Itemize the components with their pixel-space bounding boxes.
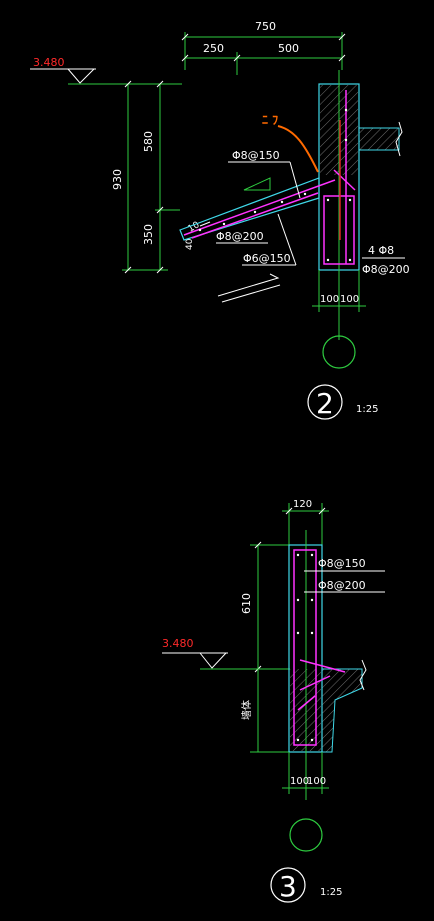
axis-bubble-icon-3	[289, 818, 323, 852]
dim-350: 350	[142, 224, 155, 245]
rebar-label-mid: Φ8@200	[216, 230, 264, 243]
rebar-label-3-1: Φ8@150	[318, 557, 366, 570]
rebar-dots-3	[296, 553, 314, 742]
left-dimensions	[122, 80, 180, 274]
dim-bottom-right-3: 100	[307, 776, 326, 787]
dim-top-total: 750	[255, 20, 276, 33]
detail-2: 750 250 500 3.480 580 930 350 40 10	[30, 20, 410, 420]
elevation-marker: 3.480	[30, 56, 182, 85]
section-number: 2	[316, 387, 334, 420]
rebar-leaders-3	[304, 570, 385, 593]
column-rebar	[323, 90, 356, 265]
section-circle-icon	[307, 384, 343, 420]
scale-label-3: 1:25	[320, 887, 342, 898]
rebar-3	[293, 549, 346, 746]
section-number-3: 3	[279, 870, 297, 903]
dim-610: 610	[240, 593, 253, 614]
elevation-marker-3: 3.480	[162, 637, 289, 670]
column-rebar-dots	[326, 108, 352, 262]
rebar-label-3-2: Φ8@200	[318, 579, 366, 592]
left-dimension-3	[250, 541, 290, 753]
dim-side-small: 40	[185, 238, 195, 250]
rebar-label-bottom: Φ6@150	[243, 252, 291, 265]
elevation-text: 3.480	[33, 56, 65, 69]
elevation-text-3: 3.480	[162, 637, 194, 650]
rebar-leaders	[216, 161, 405, 266]
dim-bottom-right: 100	[340, 294, 359, 305]
dim-930: 930	[111, 169, 124, 190]
top-dimension-3	[282, 503, 329, 545]
dim-top-left: 250	[203, 42, 224, 55]
scale-label: 1:25	[356, 404, 378, 415]
side-label: 墙体	[240, 700, 253, 720]
bottom-dimensions	[312, 270, 366, 336]
dim-top-3: 120	[293, 499, 312, 510]
section-circle-icon-3	[270, 867, 306, 903]
dim-580: 580	[142, 131, 155, 152]
bottom-dimensions-3	[282, 752, 329, 794]
floor-slab	[358, 121, 403, 157]
detail-3: 120 610 墙体 3.480	[162, 499, 385, 903]
slope-arrow-icon	[217, 273, 281, 303]
top-dimensions	[181, 32, 346, 75]
dim-bottom-left-3: 100	[290, 776, 309, 787]
dim-top-right: 500	[278, 42, 299, 55]
annotation-mark: ﾆ ﾌ	[262, 113, 278, 127]
wall-column	[318, 70, 360, 340]
axis-bubble-icon	[322, 335, 356, 369]
slab-3	[321, 659, 367, 753]
rebar-label-right-1: 4 Φ8	[368, 244, 394, 257]
dim-bottom-left: 100	[320, 294, 339, 305]
small-triangle-icon	[243, 177, 271, 191]
inclined-slab	[179, 177, 336, 241]
rebar-label-top: Φ8@150	[232, 149, 280, 162]
rebar-label-right-2: Φ8@200	[362, 263, 410, 276]
handwritten-annotation: ﾆ ﾌ	[262, 113, 319, 173]
